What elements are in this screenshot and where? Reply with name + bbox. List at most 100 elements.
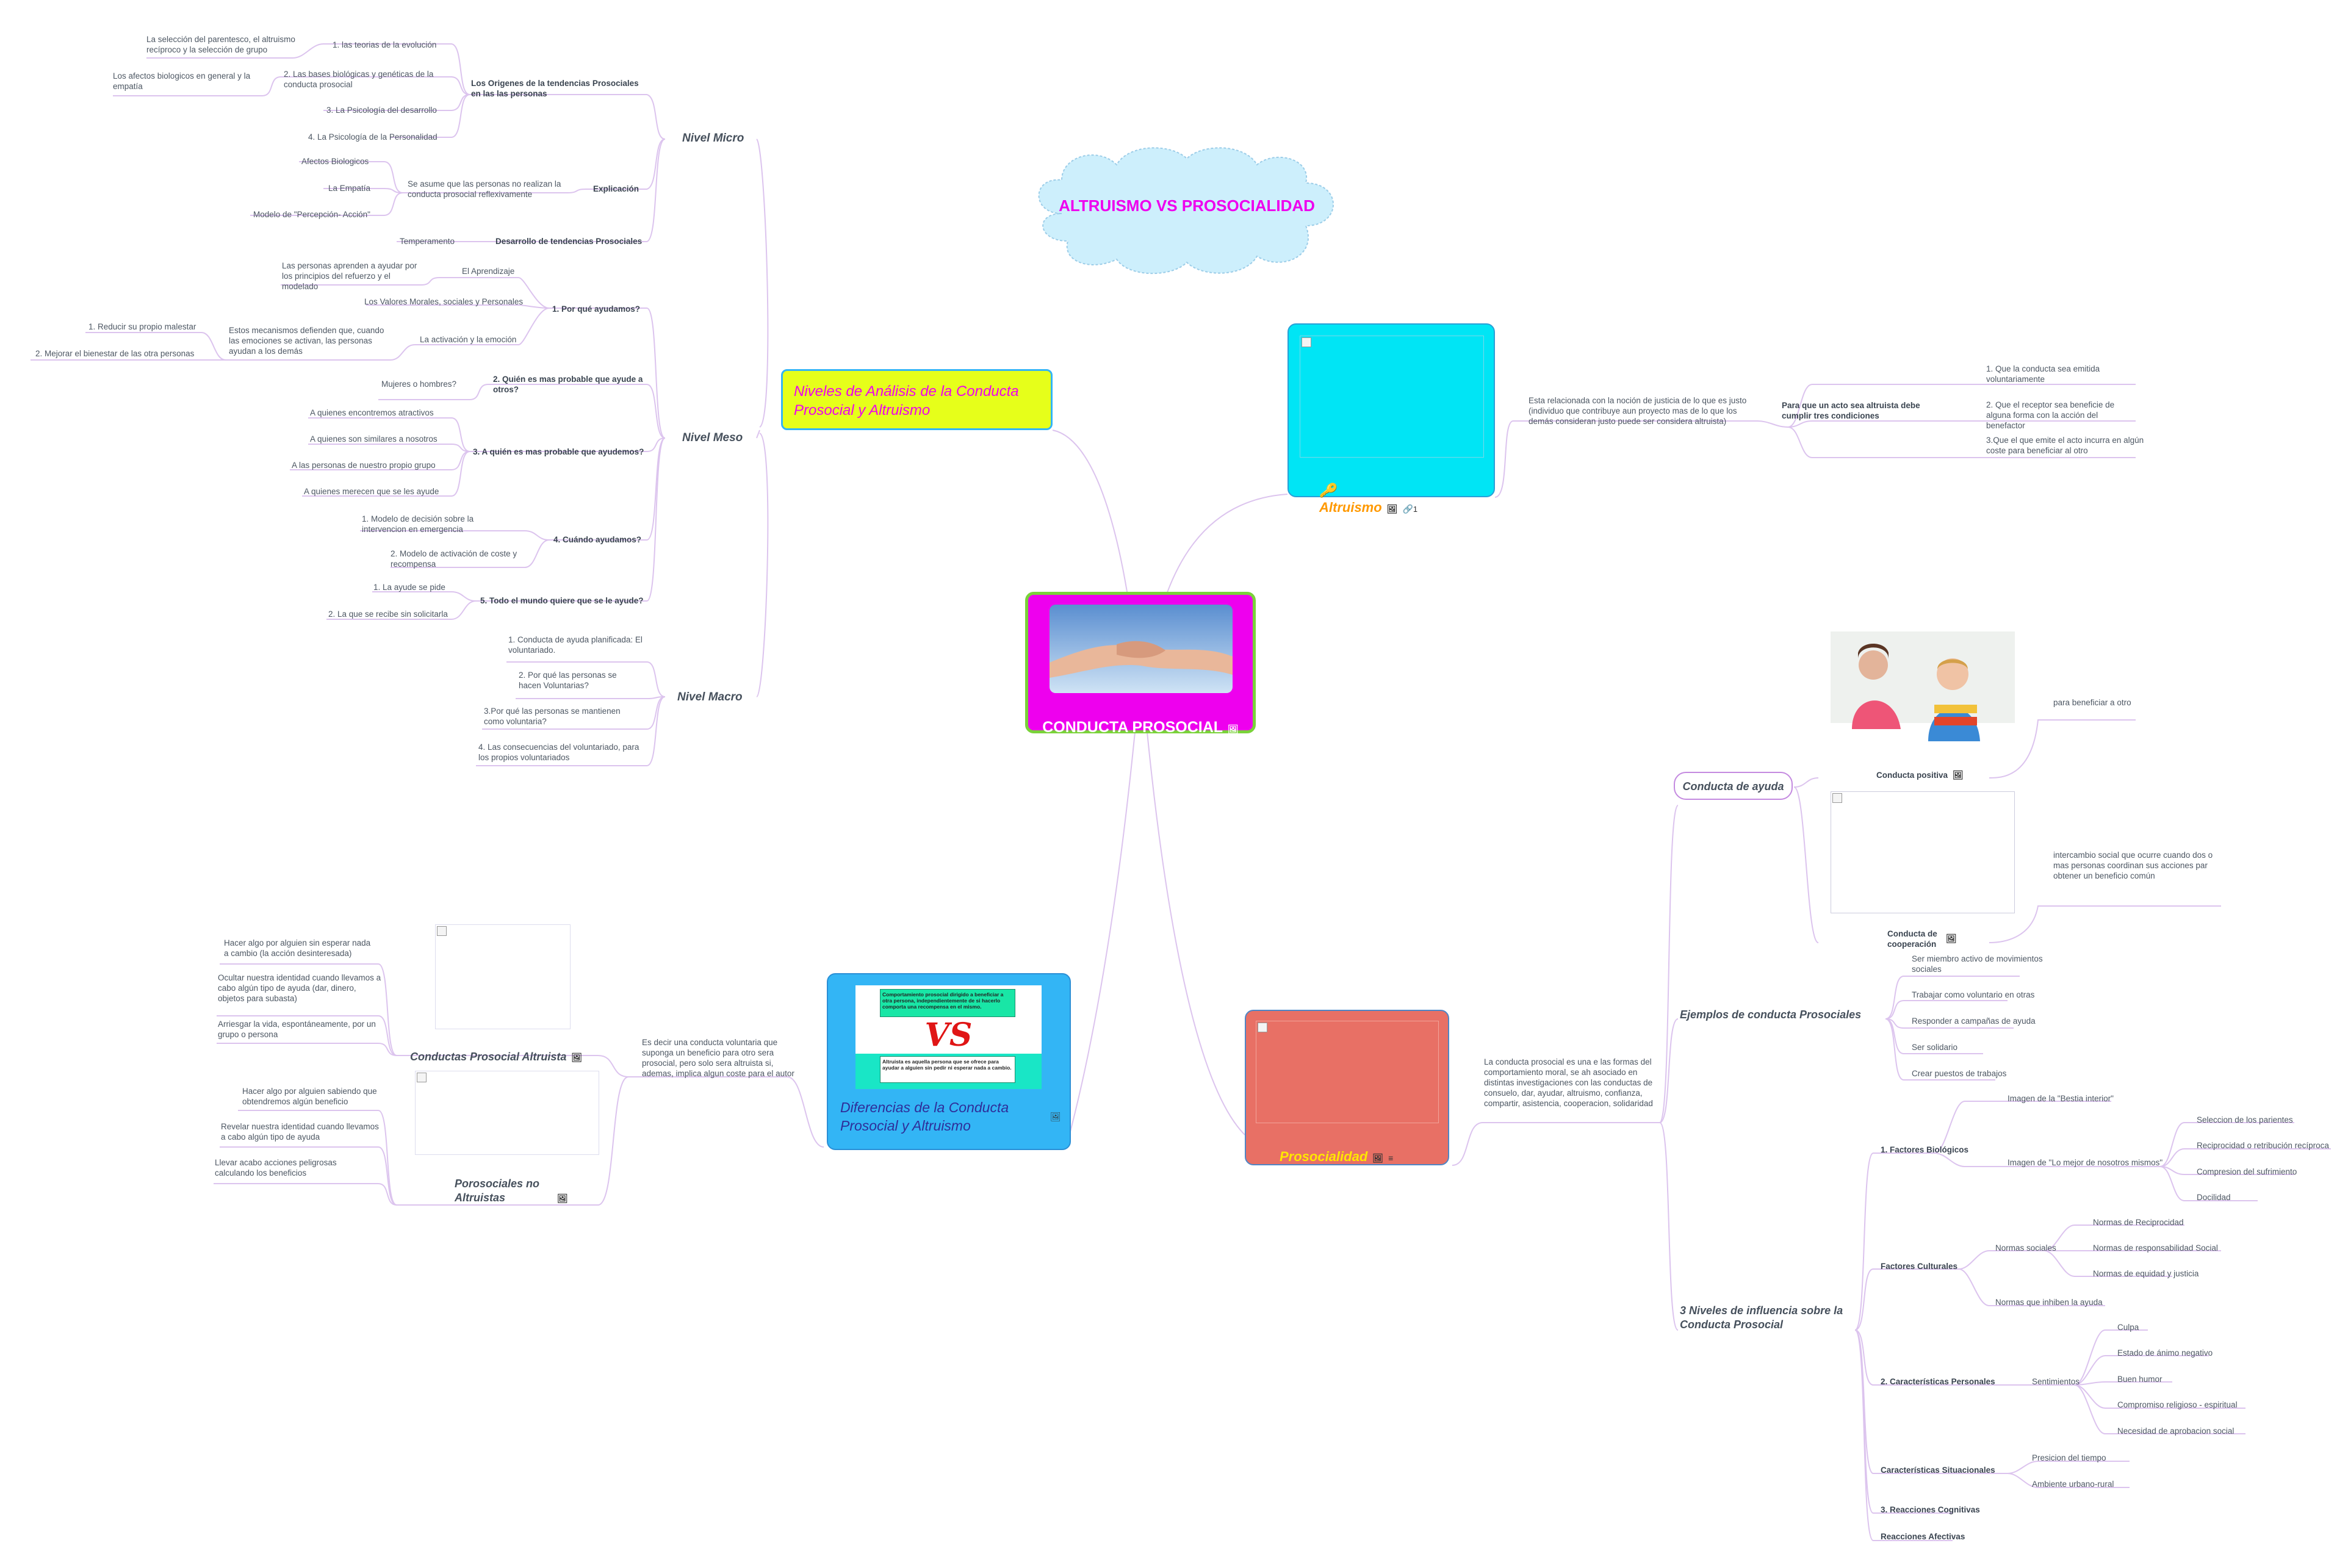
condiciones-topic[interactable]: Para que un acto sea altruista debe cump… [1782,401,1920,420]
nivel-meso[interactable]: Nivel Meso [682,431,743,444]
norma-3[interactable]: Normas de equidad y justicia [2093,1269,2199,1278]
q2-item[interactable]: Mujeres o hombres? [381,379,457,389]
condicion-1[interactable]: 1. Que la conducta sea emitida voluntari… [1986,364,2100,384]
macro-item-1[interactable]: 1. Conducta de ayuda planificada: El vol… [508,635,643,655]
macro-item-4[interactable]: 4. Las consecuencias del voluntariado, p… [478,743,639,762]
origen-1-detail[interactable]: La selección del parentesco, el altruism… [146,35,295,54]
explicacion-sub[interactable]: Se asume que las personas no realizan la… [408,179,561,199]
sentimientos[interactable]: Sentimientos [2032,1377,2080,1386]
explicacion-item-1[interactable]: Afectos Biologicos [301,157,369,166]
sentimiento-3[interactable]: Buen humor [2117,1375,2163,1384]
notes-icon[interactable]: ≡ [1388,1153,1394,1163]
sentimiento-5[interactable]: Necesidad de aprobacion social [2117,1426,2235,1436]
activacion[interactable]: La activación y la emoción [420,335,517,344]
center-node[interactable]: CONDUCTA PROSOCIAL🖼 [1025,592,1256,736]
cooperacion-topic[interactable]: Conducta de cooperación [1887,929,1937,949]
ejemplo-4[interactable]: Ser solidario [1912,1043,1958,1052]
altruismo-definition[interactable]: Esta relacionada con la noción de justic… [1529,396,1747,426]
no-altruista-item-1[interactable]: Hacer algo por alguien sabiendo que obte… [242,1087,377,1106]
ejemplo-3[interactable]: Responder a campañas de ayuda [1912,1016,2036,1026]
positiva-detail[interactable]: para beneficiar a otro [2053,698,2131,707]
explicacion-item-3[interactable]: Modelo de "Percepción- Acción" [253,210,370,219]
desarrollo-topic[interactable]: Desarrollo de tendencias Prosociales [495,237,643,246]
sentimiento-2[interactable]: Estado de ánimo negativo [2117,1348,2213,1358]
mejor-item-4[interactable]: Docilidad [2197,1193,2231,1202]
activacion-item-1[interactable]: 1. Reducir su propio malestar [88,322,196,331]
explicacion-item-2[interactable]: La Empatía [328,184,371,193]
ejemplo-5[interactable]: Crear puestos de trabajos [1912,1069,2007,1078]
q1-topic[interactable]: 1. Por qué ayudamos? [552,304,641,314]
afectivas-topic[interactable]: Reacciones Afectivas [1881,1532,1965,1541]
ejemplo-2[interactable]: Trabajar como voluntario en otras [1912,990,2035,999]
mejor-item-3[interactable]: Compresion del sufrimiento [2197,1167,2297,1176]
biologicos-topic[interactable]: 1. Factores Biológicos [1881,1145,1969,1154]
q3-item-4[interactable]: A quienes merecen que se les ayude [304,487,439,496]
activacion-detail[interactable]: Estos mecanismos defienden que, cuando l… [229,326,384,356]
q4-topic[interactable]: 4. Cuándo ayudamos? [553,535,642,544]
situacional-2[interactable]: Ambiente urbano-rural [2032,1480,2114,1489]
prosocialidad-definition[interactable]: La conducta prosocial es una e las forma… [1484,1057,1653,1108]
norma-2[interactable]: Normas de responsabilidad Social [2093,1243,2218,1253]
origen-3[interactable]: 3. La Psicología del desarrollo [326,106,437,115]
mejor-item-1[interactable]: Seleccion de los parientes [2197,1115,2293,1124]
cognitivas-topic[interactable]: 3. Reacciones Cognitivas [1881,1505,1980,1514]
altruismo-node[interactable]: 🔑 Altruismo🖼🔗1 [1287,323,1495,515]
culturales-topic[interactable]: Factores Culturales [1881,1262,1958,1271]
no-altruista-item-3[interactable]: Llevar acabo acciones peligrosas calcula… [215,1158,337,1178]
normas-sociales[interactable]: Normas sociales [1995,1243,2056,1253]
altruista-item-1[interactable]: Hacer algo por alguien sin esperar nada … [224,938,371,958]
sentimiento-1[interactable]: Culpa [2117,1323,2139,1332]
origen-4[interactable]: 4. La Psicología de la Personalidad [308,132,438,142]
q5-topic[interactable]: 5. Todo el mundo quiere que se le ayude? [480,596,644,605]
cooperacion-detail[interactable]: intercambio social que ocurre cuando dos… [2053,851,2213,880]
ayuda-topic[interactable]: Conducta de ayuda [1674,772,1793,800]
condicion-3[interactable]: 3.Que el que emite el acto incurra en al… [1986,436,2144,455]
diferencias-definition[interactable]: Es decir una conducta voluntaria que sup… [642,1038,794,1078]
q4-item-2[interactable]: 2. Modelo de activación de coste y recom… [391,549,517,569]
nivel-micro[interactable]: Nivel Micro [682,132,744,145]
altruista-topic[interactable]: Conductas Prosocial Altruista [410,1051,567,1063]
mejor-item[interactable]: Imagen de "Lo mejor de nosotros mismos" [2008,1158,2163,1167]
aprendizaje-detail[interactable]: Las personas aprenden a ayudar por los p… [282,261,417,291]
ejemplos-topic[interactable]: Ejemplos de conducta Prosociales [1680,1009,1862,1021]
q3-item-3[interactable]: A las personas de nuestro propio grupo [292,461,436,470]
condicion-2[interactable]: 2. Que el receptor sea beneficie de algu… [1986,400,2115,430]
mejor-item-2[interactable]: Reciprocidad o retribución recíproca [2197,1141,2329,1150]
q5-item-1[interactable]: 1. La ayude se pide [373,583,445,592]
no-altruista-topic[interactable]: Porosociales no Altruistas [455,1178,540,1204]
valores[interactable]: Los Valores Morales, sociales y Personal… [364,297,524,306]
q2-topic[interactable]: 2. Quién es mas probable que ayude a otr… [493,375,643,394]
macro-item-3[interactable]: 3.Por qué las personas se mantienen como… [484,707,621,726]
origen-2-detail[interactable]: Los afectos biologicos en general y la e… [113,71,251,91]
q3-item-2[interactable]: A quienes son similares a nosotros [310,434,438,444]
link-icon[interactable]: 🔗 [1402,504,1413,514]
sentimiento-4[interactable]: Compromiso religioso - espiritual [2117,1400,2238,1409]
niveles3-topic[interactable]: 3 Niveles de influencia sobre la Conduct… [1680,1304,1843,1331]
niveles-node[interactable]: Niveles de Análisis de la Conducta Proso… [781,369,1053,430]
origenes-topic[interactable]: Los Origenes de la tendencias Prosociale… [471,79,639,98]
ejemplo-1[interactable]: Ser miembro activo de movimientos social… [1912,954,2043,974]
macro-item-2[interactable]: 2. Por qué las personas se hacen Volunta… [519,671,617,690]
q4-item-1[interactable]: 1. Modelo de decisión sobre la intervenc… [362,514,474,534]
altruista-item-2[interactable]: Ocultar nuestra identidad cuando llevamo… [218,973,381,1003]
origen-1[interactable]: 1. las teorias de la evolución [333,40,437,49]
positiva-topic[interactable]: Conducta positiva [1876,771,1948,780]
norma-1[interactable]: Normas de Reciprocidad [2093,1218,2184,1227]
situacional-1[interactable]: Presicion del tiempo [2032,1453,2106,1462]
no-altruista-item-2[interactable]: Revelar nuestra identidad cuando llevamo… [221,1122,379,1142]
origen-2[interactable]: 2. Las bases biológicas y genéticas de l… [284,70,434,89]
normas-inhiben[interactable]: Normas que inhiben la ayuda [1995,1298,2103,1307]
prosocialidad-node[interactable]: Prosocialidad🖼≡ [1245,1010,1449,1165]
q5-item-2[interactable]: 2. La que se recibe sin solicitarla [328,610,448,619]
diferencias-node[interactable]: Comportamiento prosocial dirigido a bene… [827,973,1071,1150]
desarrollo-item[interactable]: Temperamento [400,237,455,246]
situacionales-topic[interactable]: Características Situacionales [1881,1466,1995,1475]
bestia-item[interactable]: Imagen de la "Bestia interior" [2008,1094,2114,1103]
altruista-item-3[interactable]: Arriesgar la vida, espontáneamente, por … [218,1020,376,1039]
activacion-item-2[interactable]: 2. Mejorar el bienestar de las otra pers… [35,349,195,358]
personales-topic[interactable]: 2. Características Personales [1881,1377,1995,1386]
nivel-macro[interactable]: Nivel Macro [677,691,743,703]
explicacion-topic[interactable]: Explicación [593,184,639,193]
aprendizaje[interactable]: El Aprendizaje [462,267,515,276]
q3-topic[interactable]: 3. A quién es mas probable que ayudemos? [473,447,644,456]
